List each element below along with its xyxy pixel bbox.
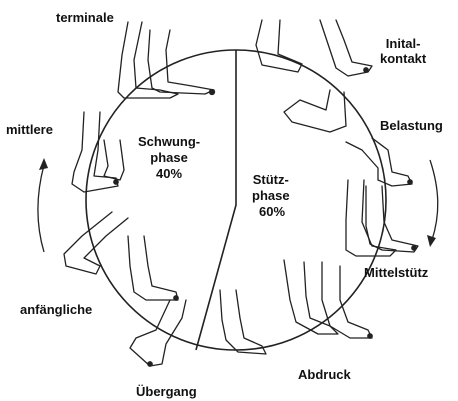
direction-arrow-left bbox=[38, 158, 48, 252]
label-push-off: Abdruck bbox=[298, 367, 351, 382]
stance-phase-name: Stütz- phase bbox=[252, 172, 290, 204]
label-loading: Belastung bbox=[380, 118, 443, 133]
swing-phase-percent: 40% bbox=[156, 166, 182, 182]
leg-sketch-loading bbox=[284, 90, 412, 186]
leg-sketch-initial-swing bbox=[64, 212, 178, 300]
label-terminal-swing: terminale bbox=[56, 10, 114, 25]
leg-sketch-terminal-swing bbox=[118, 22, 215, 98]
label-initial-contact: Inital- kontakt bbox=[380, 36, 426, 66]
label-mid-stance: Mittelstütz bbox=[364, 265, 428, 280]
label-initial-swing: anfängliche bbox=[20, 302, 92, 317]
leg-sketch-initial-contact bbox=[256, 20, 372, 76]
phase-divider-line bbox=[196, 50, 236, 350]
direction-arrow-right bbox=[427, 160, 438, 247]
swing-phase-name: Schwung- phase bbox=[138, 134, 200, 166]
leg-sketch-mid-stance bbox=[346, 180, 418, 256]
stance-phase-percent: 60% bbox=[259, 204, 285, 220]
leg-sketch-transition bbox=[130, 290, 266, 366]
leg-sketch-push-off bbox=[284, 260, 372, 338]
leg-sketch-mid-swing bbox=[72, 112, 124, 192]
label-mid-swing: mittlere bbox=[6, 122, 53, 137]
label-transition: Übergang bbox=[136, 384, 197, 399]
